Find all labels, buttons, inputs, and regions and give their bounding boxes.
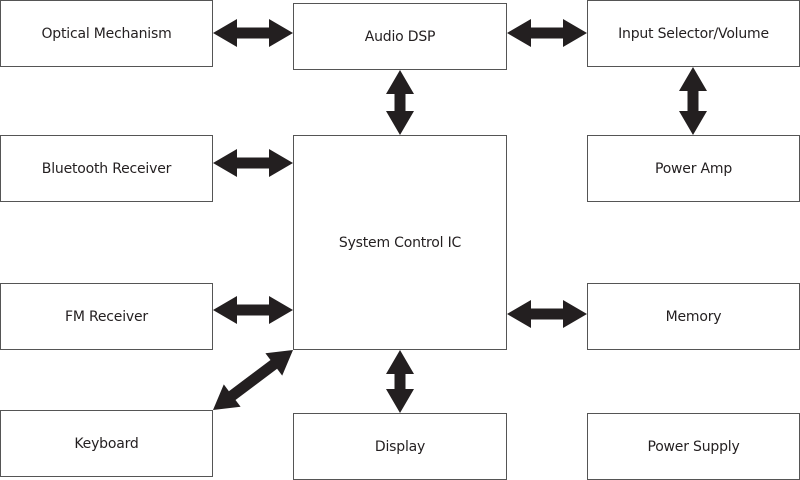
block-label: Optical Mechanism — [41, 25, 172, 42]
arrow-bluetooth-sysctl — [213, 149, 293, 177]
block-label: Display — [374, 438, 426, 455]
block-optical-mechanism: Optical Mechanism — [0, 0, 213, 67]
block-system-control-ic: System Control IC — [293, 135, 507, 350]
block-label: Memory — [665, 308, 722, 325]
block-fm-receiver: FM Receiver — [0, 283, 213, 350]
arrow-fm-sysctl — [213, 296, 293, 324]
block-label: Input Selector/Volume — [618, 25, 769, 42]
block-label: Power Amp — [654, 160, 733, 177]
block-label: FM Receiver — [65, 308, 148, 325]
block-keyboard: Keyboard — [0, 410, 213, 477]
arrow-dsp-input — [507, 19, 587, 47]
block-label: System Control IC — [338, 234, 462, 251]
block-audio-dsp: Audio DSP — [293, 3, 507, 70]
block-label: Audio DSP — [364, 28, 436, 45]
block-display: Display — [293, 413, 507, 480]
block-label: Bluetooth Receiver — [41, 160, 172, 177]
arrow-dsp-sysctl — [386, 70, 414, 135]
arrow-optical-dsp — [213, 19, 293, 47]
block-label: Power Supply — [647, 438, 740, 455]
block-label: Keyboard — [74, 435, 139, 452]
block-bluetooth-receiver: Bluetooth Receiver — [0, 135, 213, 202]
arrow-keyboard-sysctl — [213, 350, 293, 410]
block-power-supply: Power Supply — [587, 413, 800, 480]
block-input-selector-volume: Input Selector/Volume — [587, 0, 800, 67]
arrow-sysctl-display — [386, 350, 414, 413]
block-power-amp: Power Amp — [587, 135, 800, 202]
arrow-sysctl-memory — [507, 300, 587, 328]
arrow-input-amp — [679, 67, 707, 135]
block-memory: Memory — [587, 283, 800, 350]
